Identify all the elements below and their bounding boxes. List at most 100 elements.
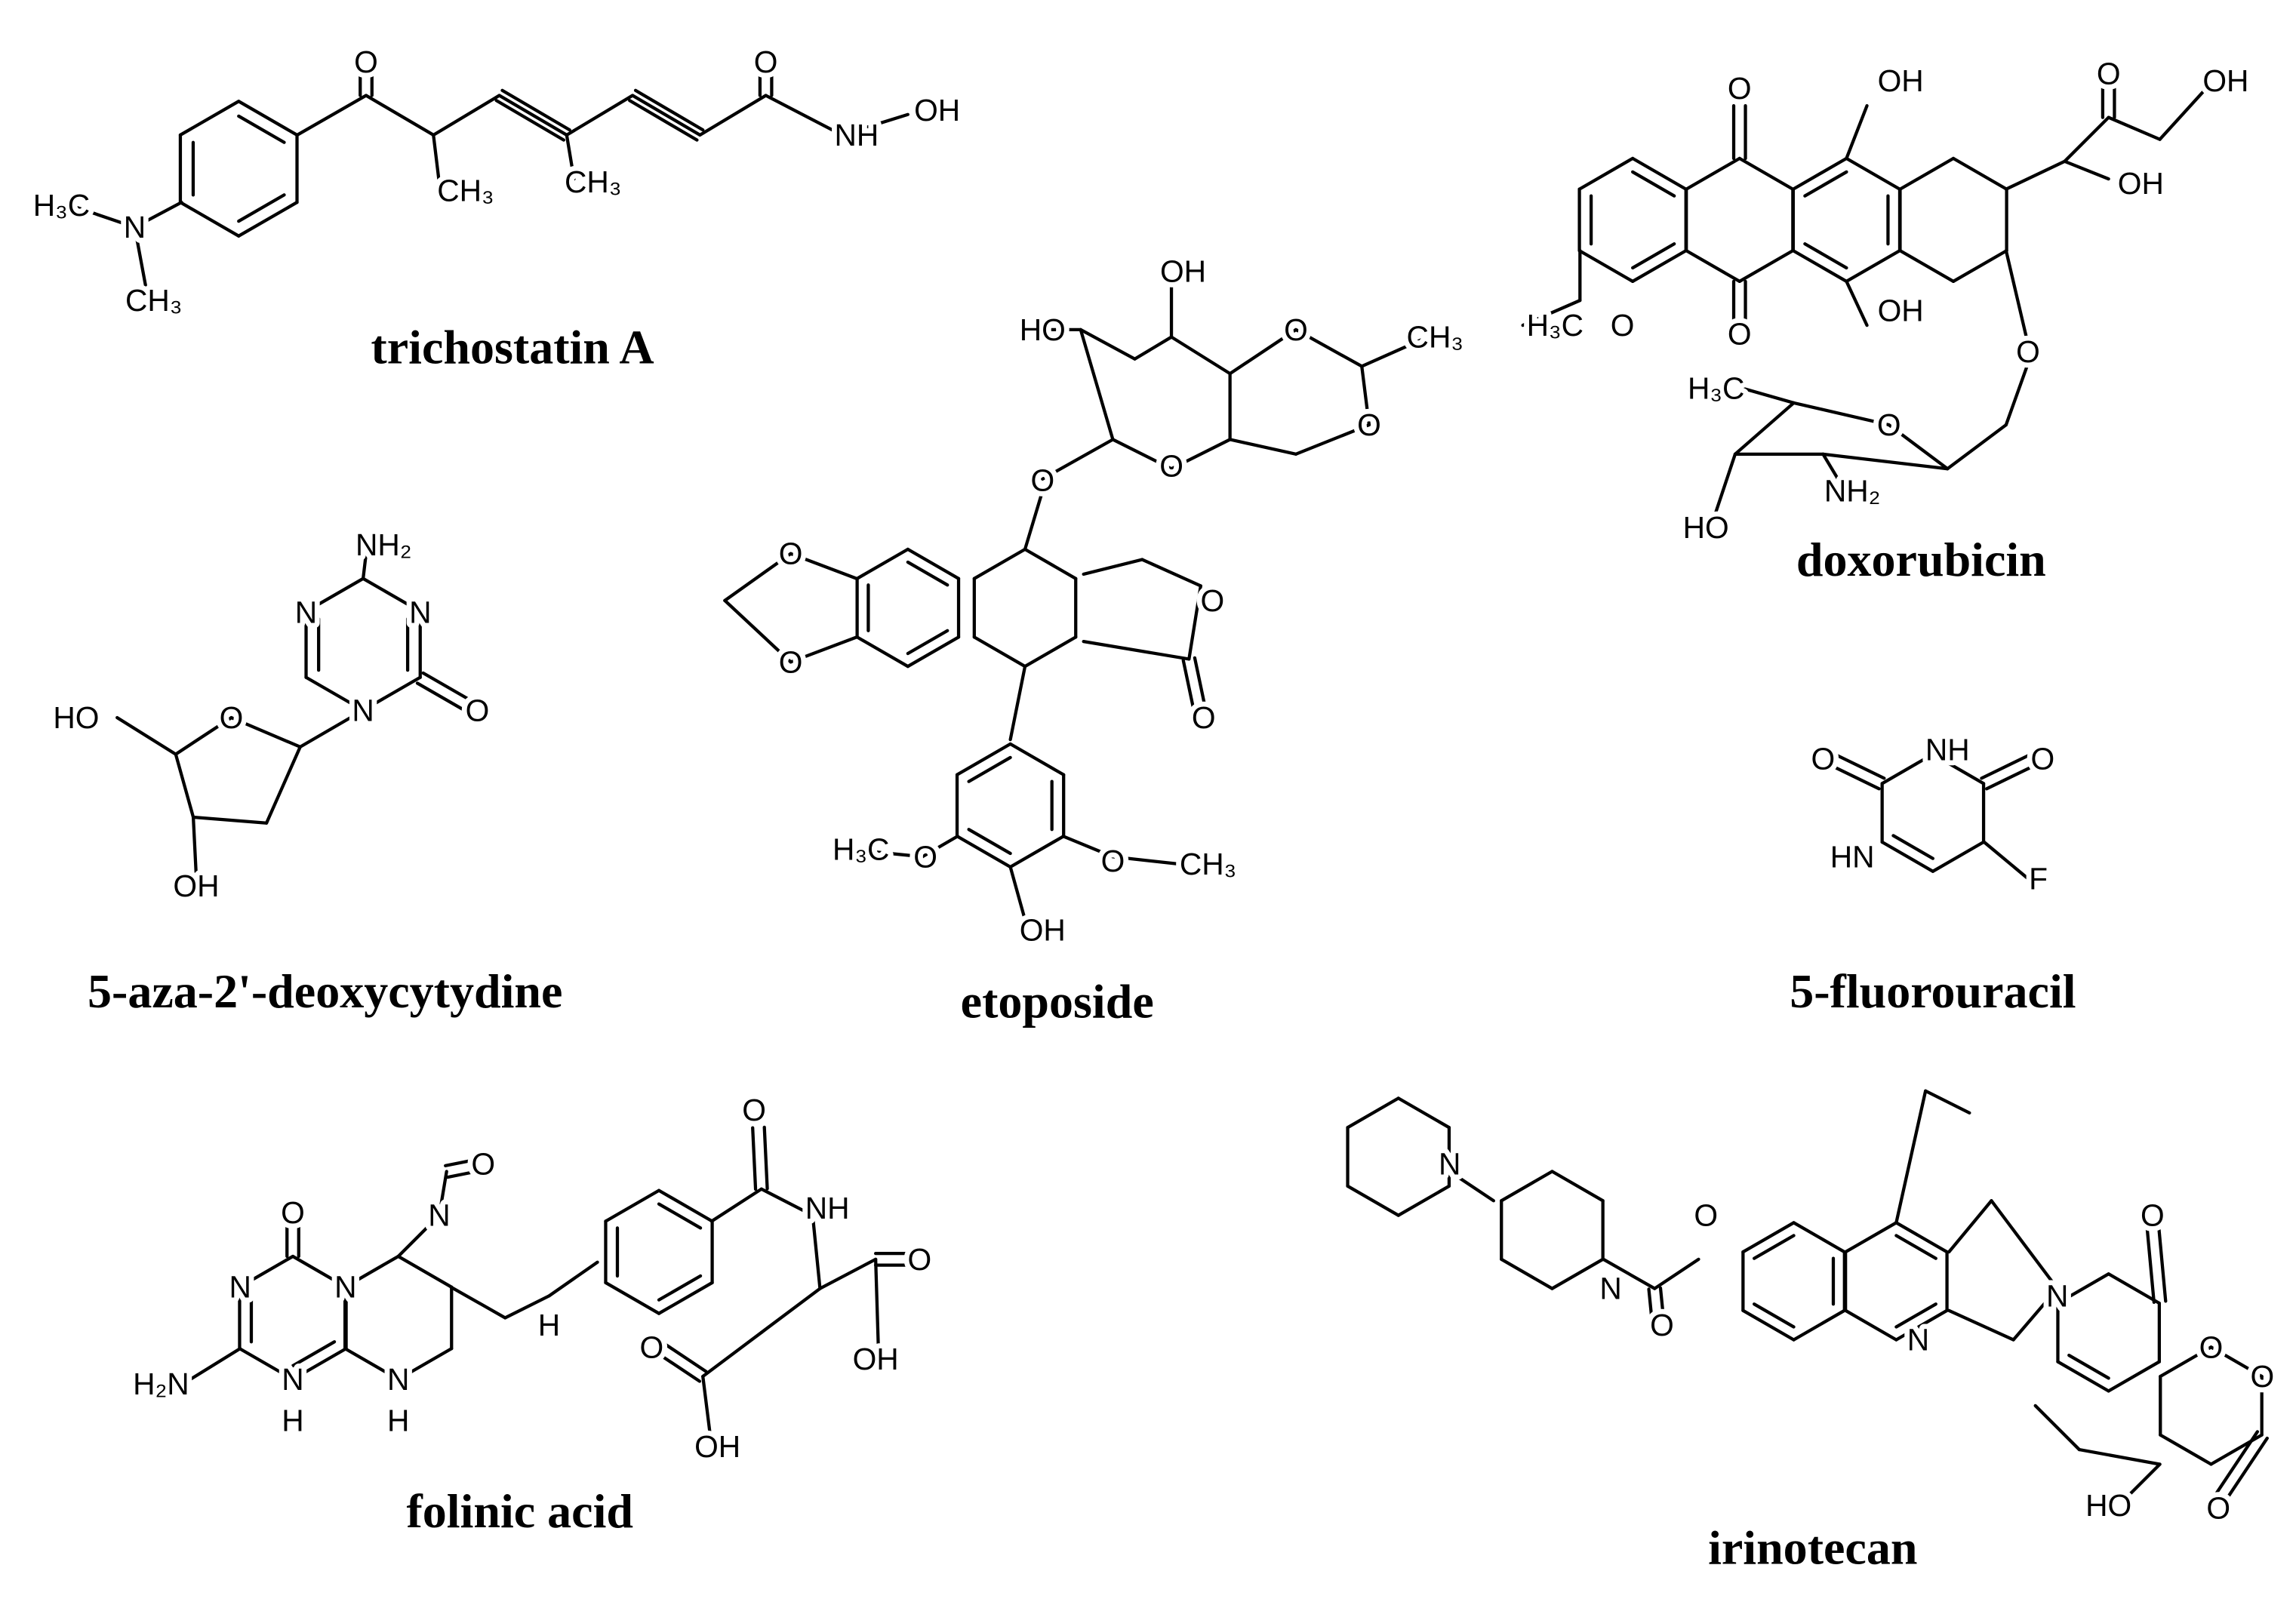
bond xyxy=(421,671,473,703)
bond xyxy=(264,745,302,825)
bond xyxy=(1803,242,1848,270)
atom-label: O xyxy=(1101,844,1125,878)
atom-label: O xyxy=(220,700,244,735)
bond xyxy=(723,598,793,664)
bond xyxy=(361,576,422,613)
bond xyxy=(238,1347,295,1382)
bond xyxy=(174,715,233,756)
atom-label: OH xyxy=(914,93,960,128)
bond xyxy=(565,133,576,181)
atom-label: N xyxy=(428,1198,450,1233)
bond xyxy=(1631,242,1676,270)
bond xyxy=(343,1347,400,1382)
bond xyxy=(1880,752,1935,786)
bond xyxy=(1737,156,1795,191)
bond xyxy=(1845,279,1869,327)
atom-label: O xyxy=(913,839,937,874)
bond xyxy=(967,828,1012,856)
bond xyxy=(1396,1096,1451,1130)
bond xyxy=(68,203,137,229)
bond xyxy=(972,547,1027,580)
bond xyxy=(1577,156,1635,191)
bond xyxy=(396,1213,442,1259)
bond xyxy=(698,94,768,137)
bond xyxy=(818,1257,878,1290)
bond xyxy=(1653,1257,1700,1290)
bond xyxy=(972,635,1027,669)
bond xyxy=(2221,1436,2269,1506)
name-doxorubicin: doxorubicin xyxy=(1796,533,2046,586)
atom-label: CH₃ xyxy=(125,283,182,318)
bond xyxy=(1880,840,1935,873)
atom-label: O xyxy=(2199,1330,2224,1364)
bond xyxy=(304,675,365,712)
atom-label: H xyxy=(387,1403,409,1437)
atom-label: O xyxy=(1357,407,1381,442)
bond xyxy=(237,114,286,144)
atom-label: HO xyxy=(1683,510,1729,545)
atom-label: O xyxy=(639,1330,663,1364)
bond xyxy=(1931,840,1986,873)
atom-label: O xyxy=(779,644,803,679)
bond xyxy=(547,1260,599,1298)
bond xyxy=(1931,752,1986,786)
bond xyxy=(133,201,183,229)
bond xyxy=(291,1254,348,1289)
atom-label: HO xyxy=(2085,1488,2131,1523)
bond xyxy=(2211,1430,2260,1499)
bond xyxy=(174,752,195,819)
bond xyxy=(1685,249,1741,284)
bond xyxy=(1023,635,1078,669)
atom-label: F xyxy=(2029,861,2048,896)
bond xyxy=(191,815,199,878)
bond xyxy=(1082,558,1144,576)
bond xyxy=(1753,1234,1796,1260)
bond xyxy=(1023,547,1078,580)
atom-label: O xyxy=(281,1195,305,1230)
bond xyxy=(1894,1308,1949,1342)
bond xyxy=(1140,558,1202,588)
atom-label: O xyxy=(1284,312,1308,347)
bond xyxy=(604,1281,661,1315)
atom-label: H₂N xyxy=(133,1367,189,1401)
bond xyxy=(343,1254,400,1289)
bond xyxy=(1008,865,1027,921)
bond xyxy=(2004,361,2030,427)
bond xyxy=(1982,840,2030,881)
bond xyxy=(432,94,501,137)
bond xyxy=(1831,752,1886,780)
bond xyxy=(1631,156,1688,191)
bond xyxy=(133,225,149,292)
bond xyxy=(751,1126,758,1191)
atom-label: H₃C xyxy=(833,832,889,867)
bond xyxy=(789,552,859,580)
bond xyxy=(2107,115,2162,141)
bond xyxy=(1951,156,2008,191)
bond xyxy=(1898,156,1956,191)
bond xyxy=(415,681,468,713)
bond xyxy=(295,94,368,137)
bond xyxy=(1741,1221,1796,1254)
bond xyxy=(1791,249,1848,284)
bond xyxy=(855,547,909,580)
atom-label: N xyxy=(2046,1278,2068,1313)
bond xyxy=(1894,1221,1949,1254)
bond xyxy=(2145,1221,2156,1304)
atom-label: O xyxy=(354,45,378,79)
bond xyxy=(2158,89,2205,141)
bond xyxy=(1947,1199,1993,1254)
bond xyxy=(291,1340,337,1368)
bond xyxy=(955,835,1012,869)
bond xyxy=(1082,640,1191,661)
atom-label: O xyxy=(2206,1491,2230,1526)
bond xyxy=(906,635,961,669)
bond xyxy=(811,1213,822,1290)
bond xyxy=(1845,156,1902,191)
bond xyxy=(1844,1221,1898,1254)
atom-label: OH xyxy=(694,1429,740,1464)
atom-label: NH₂ xyxy=(1824,473,1881,508)
atom-label: O xyxy=(1030,463,1054,498)
atom-label: NH xyxy=(1925,733,1970,767)
bond xyxy=(191,815,269,825)
